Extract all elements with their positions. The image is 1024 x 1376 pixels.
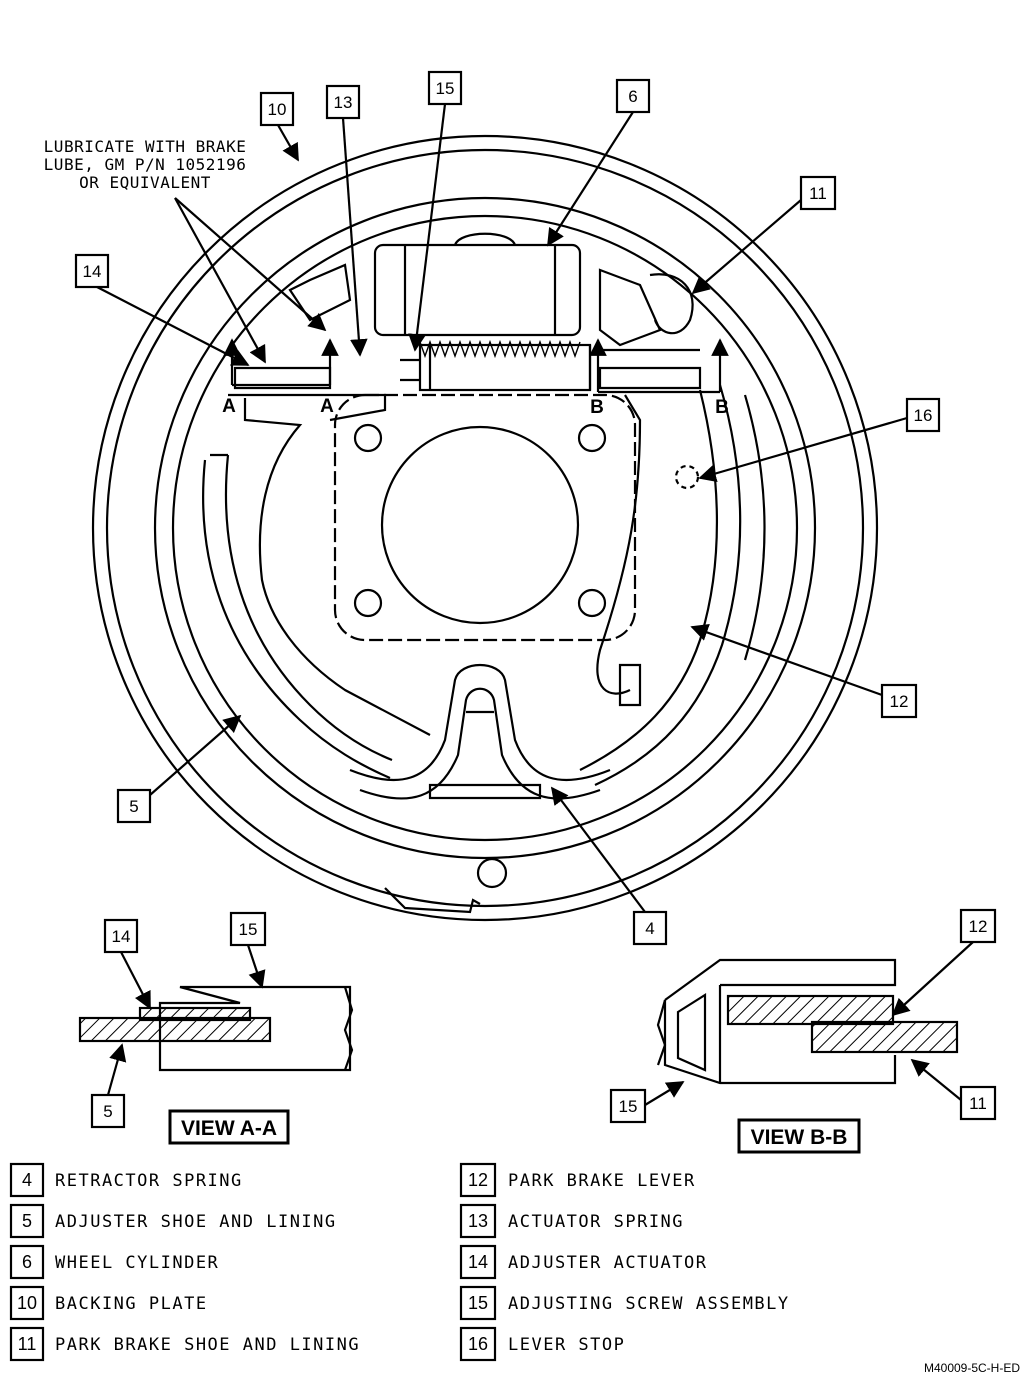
- legend-num: 13: [468, 1211, 488, 1231]
- note-line-1: LUBRICATE WITH BRAKE: [44, 137, 247, 156]
- adjuster-actuator: [288, 263, 352, 322]
- note-line-2: LUBE, GM P/N 1052196: [44, 155, 247, 174]
- callout-4: 4: [645, 919, 654, 938]
- callout-14: 14: [83, 262, 102, 281]
- callout-13: 13: [334, 93, 353, 112]
- legend-box-16: [459, 1326, 497, 1362]
- view-aa-box: [168, 1109, 290, 1145]
- actuator-spring: [419, 339, 581, 359]
- callout-bb-12: 12: [969, 917, 988, 936]
- section-cut-a: [223, 338, 339, 387]
- callout-aa-14: 14: [112, 927, 131, 946]
- callout-5: 5: [129, 797, 138, 816]
- callout-box-4: [632, 910, 668, 946]
- callout-15: 15: [436, 79, 455, 98]
- legend-box-13: [459, 1203, 497, 1239]
- legend-box-10: [9, 1285, 45, 1321]
- legend-box-15: [459, 1285, 497, 1321]
- legend-num: 11: [18, 1334, 37, 1354]
- legend-num: 12: [468, 1170, 488, 1190]
- view-aa-detail: [78, 985, 354, 1072]
- lever-stop: [674, 464, 700, 490]
- legend-num: 15: [468, 1293, 488, 1313]
- section-mark-a-right: A: [320, 396, 334, 417]
- legend-num: 5: [22, 1211, 32, 1231]
- park-brake-shoe: [579, 384, 766, 786]
- legend-label: LEVER STOP: [508, 1335, 625, 1355]
- park-brake-hook: [649, 273, 694, 335]
- legend-num: 6: [22, 1252, 32, 1272]
- legend-num: 4: [22, 1170, 32, 1190]
- retractor-spring: [349, 663, 611, 800]
- callout-box-10: [259, 91, 295, 127]
- note-line-3: OR EQUIVALENT: [79, 173, 211, 192]
- backing-plate: [91, 134, 879, 922]
- legend-box-6: [9, 1244, 45, 1280]
- callout-16: 16: [914, 406, 933, 425]
- legend-box-5: [9, 1203, 45, 1239]
- view-aa-label: VIEW A-A: [181, 1117, 277, 1140]
- legend-label: BACKING PLATE: [55, 1294, 208, 1314]
- legend: 4 RETRACTOR SPRING 5 ADJUSTER SHOE AND L…: [17, 1170, 790, 1355]
- section-mark-b-left: B: [590, 397, 604, 418]
- figure-code: M40009-5C-H-ED: [924, 1361, 1020, 1375]
- legend-num: 10: [17, 1293, 37, 1313]
- wheel-cylinder: [373, 232, 582, 337]
- callout-box-14: [74, 253, 110, 289]
- view-bb-detail: [656, 958, 959, 1085]
- view-bb-box: [737, 1118, 861, 1154]
- callout-box-bb11: [959, 1085, 997, 1121]
- legend-label: WHEEL CYLINDER: [55, 1253, 219, 1273]
- legend-label: ACTUATOR SPRING: [508, 1212, 684, 1232]
- callout-6: 6: [628, 87, 637, 106]
- callout-box-12: [880, 683, 918, 719]
- legend-box-4: [9, 1162, 45, 1198]
- legend-label: PARK BRAKE LEVER: [508, 1171, 696, 1191]
- callout-11: 11: [809, 184, 827, 203]
- legend-box-11: [9, 1326, 45, 1362]
- callout-aa-15: 15: [239, 920, 258, 939]
- hub-plate: [333, 393, 637, 642]
- view-bb-label: VIEW B-B: [751, 1126, 848, 1149]
- section-cut-b: [589, 338, 729, 394]
- section-mark-b-right: B: [715, 397, 729, 418]
- callout-box-bb12: [959, 908, 997, 944]
- legend-label: ADJUSTER ACTUATOR: [508, 1253, 708, 1273]
- legend-num: 16: [468, 1334, 488, 1354]
- callout-box-16: [905, 397, 941, 433]
- section-mark-a-left: A: [222, 396, 236, 417]
- legend-label: RETRACTOR SPRING: [55, 1171, 243, 1191]
- park-brake-lever: [598, 268, 662, 347]
- legend-box-14: [459, 1244, 497, 1280]
- adjusting-screw-assembly: [233, 343, 702, 392]
- callout-box-bb15: [609, 1088, 647, 1124]
- legend-label: PARK BRAKE SHOE AND LINING: [55, 1335, 360, 1355]
- lubrication-note: LUBRICATE WITH BRAKE LUBE, GM P/N 105219…: [44, 137, 247, 192]
- callout-10: 10: [268, 100, 287, 119]
- legend-label: ADJUSTER SHOE AND LINING: [55, 1212, 337, 1232]
- legend-label: ADJUSTING SCREW ASSEMBLY: [508, 1294, 790, 1314]
- callout-aa-5: 5: [103, 1102, 112, 1121]
- legend-box-12: [459, 1162, 497, 1198]
- callout-bb-15: 15: [619, 1097, 638, 1116]
- callout-box-5: [116, 788, 152, 824]
- callout-box-11: [799, 175, 837, 211]
- callout-12: 12: [890, 692, 909, 711]
- legend-num: 14: [468, 1252, 488, 1272]
- adjuster-shoe: [202, 393, 431, 780]
- callout-bb-11: 11: [969, 1094, 987, 1113]
